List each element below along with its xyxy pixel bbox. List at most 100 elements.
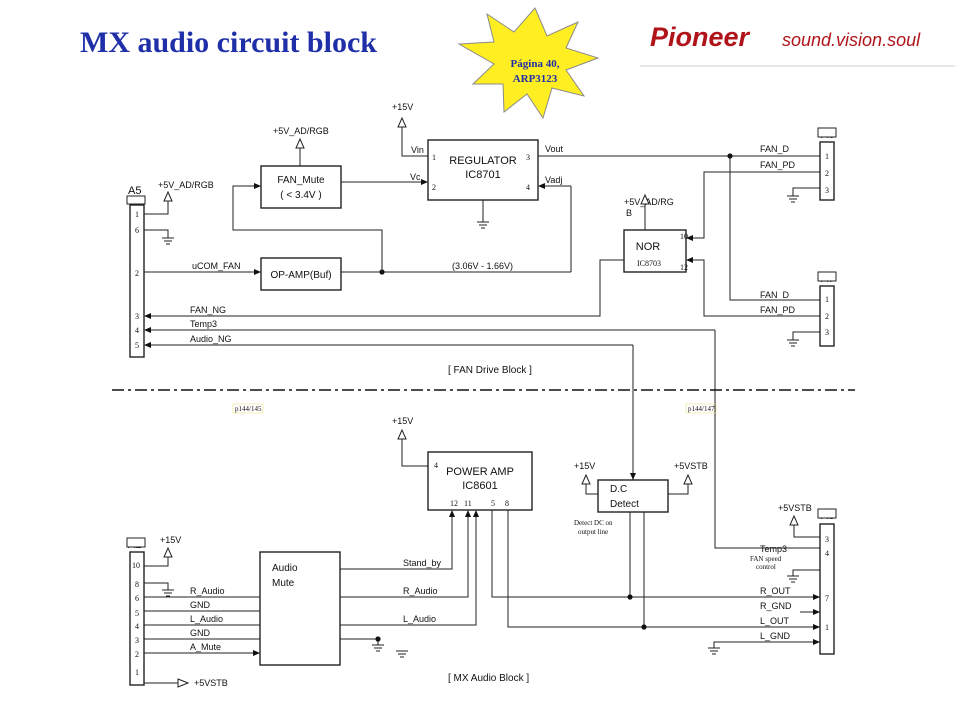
a7-pin-2: 2 <box>825 312 829 321</box>
rail-arrow <box>177 678 190 688</box>
a3-pin-7: 7 <box>825 594 829 603</box>
ground-symbol <box>787 575 799 583</box>
ground-symbol <box>787 195 799 203</box>
rail-arrow <box>397 428 407 440</box>
wire-a5-p6 <box>144 229 169 238</box>
rail-5v-adrgb-top: +5V_AD/RGB <box>273 126 329 136</box>
arrow <box>144 342 151 348</box>
audio-ng-label: Audio_NG <box>190 334 232 344</box>
arrow <box>538 183 545 189</box>
rail-arrow <box>581 473 591 485</box>
burst-shape <box>457 7 600 120</box>
a1-pin-10: 10 <box>132 561 140 570</box>
page-title: MX audio circuit block <box>80 26 377 59</box>
a5-pin-4: 4 <box>135 326 139 335</box>
rail-15v-amp: +15V <box>392 416 413 426</box>
wire-l-out <box>507 510 820 628</box>
wire-a6-fanpd <box>690 171 820 239</box>
l-audio-out-label: L_Audio <box>403 614 436 624</box>
a1-pin-1: 1 <box>135 668 139 677</box>
reg-pin-1: 1 <box>432 153 436 162</box>
nor-pin-12: 12 <box>680 263 688 272</box>
arrow <box>254 183 261 189</box>
rail-15v-a1: +15V <box>160 535 181 545</box>
a-mute-label: A_Mute <box>190 642 221 652</box>
wire-stand-by <box>340 515 453 570</box>
nor-ic: IC8703 <box>637 259 661 268</box>
wire-a7-p3 <box>792 331 820 340</box>
regulator-ic: IC8701 <box>465 169 500 181</box>
fan-note-1: FAN speed <box>750 555 782 563</box>
arrow <box>144 313 151 319</box>
gnd-label-2: GND <box>190 628 211 638</box>
ground-symbol <box>372 644 384 652</box>
connector-a6-tab <box>817 127 837 138</box>
stand-by-label: Stand_by <box>403 558 442 568</box>
a1-pin-5: 5 <box>135 609 139 618</box>
callout-line-2: ARP3123 <box>513 73 558 85</box>
rail-15v-reg: +15V <box>392 102 413 112</box>
fan-mute-block <box>260 165 342 209</box>
amp-pin-11: 11 <box>464 499 472 508</box>
wire-temp3-a3 <box>714 330 820 549</box>
dc-detect-label-1: D.C <box>610 484 627 495</box>
arrow <box>473 510 479 517</box>
page-ref-left: p144/145 <box>235 405 262 413</box>
nor-gate-block <box>623 229 687 273</box>
ground-symbol <box>396 650 408 658</box>
gnd-label-1: GND <box>190 600 211 610</box>
brand-name: Pioneer <box>650 22 751 52</box>
r-out-label: R_OUT <box>760 586 791 596</box>
amp-pin-8: 8 <box>505 499 509 508</box>
fan-mute-threshold: ( < 3.4V ) <box>280 190 321 201</box>
a6-fan-d-label: FAN_D <box>760 144 790 154</box>
a3-pin-4: 4 <box>825 549 829 558</box>
arrow <box>253 650 260 656</box>
arrow <box>630 473 636 480</box>
rail-arrow <box>163 190 173 202</box>
l-gnd-label: L_GND <box>760 631 791 641</box>
wire-r-audio-out <box>340 515 469 598</box>
rail-5v-adrgb-left: +5V_AD/RGB <box>158 180 214 190</box>
wire-r-out <box>491 510 820 598</box>
wire-l-audio-out <box>340 515 477 626</box>
r-audio-out-label: R_Audio <box>403 586 438 596</box>
wire <box>585 484 598 495</box>
wire-fan-ng <box>146 259 624 317</box>
arrow <box>813 639 820 645</box>
dc-detect-label-2: Detect <box>610 499 639 510</box>
detect-note-1: Detect DC on <box>574 519 613 527</box>
wire <box>668 484 689 495</box>
arrow <box>254 269 261 275</box>
a1-pin-8: 8 <box>135 580 139 589</box>
amp-pin-12: 12 <box>450 499 458 508</box>
rail-arrow <box>683 473 693 485</box>
wire-gnd-out <box>340 638 379 645</box>
rail-5vstb-a3: +5VSTB <box>778 503 812 513</box>
a5-pin-1: 1 <box>135 210 139 219</box>
nor-label: NOR <box>636 241 661 253</box>
arrow <box>813 594 820 600</box>
a1-pin-3: 3 <box>135 636 139 645</box>
page-ref-right: p144/147 <box>688 405 715 413</box>
rail-arrow <box>789 514 799 526</box>
a6-pin-1: 1 <box>825 152 829 161</box>
wire-a6-p3 <box>792 187 820 196</box>
rail-arrow <box>397 116 407 128</box>
a7-pin-1: 1 <box>825 295 829 304</box>
connector-a5 <box>129 204 145 358</box>
audio-mute-label-2: Mute <box>272 578 295 589</box>
regulator-label: REGULATOR <box>449 155 516 167</box>
a6-pin-2: 2 <box>825 169 829 178</box>
voltage-range-label: (3.06V - 1.66V) <box>452 261 513 271</box>
connector-a7-tab <box>817 271 837 282</box>
detect-note-2: output line <box>578 528 608 536</box>
ground-symbol <box>708 647 720 655</box>
arrow <box>686 257 693 263</box>
a1-pin-2: 2 <box>135 650 139 659</box>
audio-mute-block <box>259 551 341 666</box>
rail-b-label: B <box>626 208 632 218</box>
audio-mute-label-1: Audio <box>272 563 298 574</box>
rail-5vstb-a1: +5VSTB <box>194 678 228 688</box>
arrow <box>465 510 471 517</box>
